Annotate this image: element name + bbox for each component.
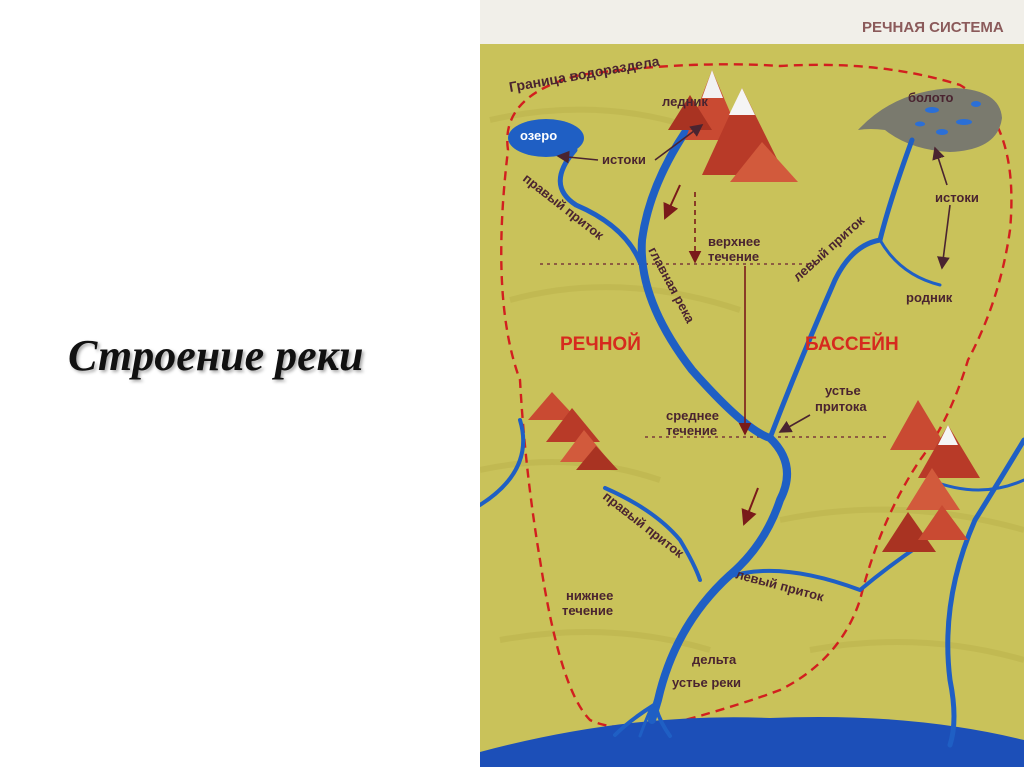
tributary-mouth-label-2: притока xyxy=(815,399,867,414)
right-tributary-top xyxy=(557,147,643,265)
lake xyxy=(508,119,584,157)
sources-left-label: истоки xyxy=(602,152,646,167)
left-tributary-bottom xyxy=(726,543,922,593)
course-extent-arrows xyxy=(688,192,752,436)
delta-branch-2 xyxy=(654,706,672,738)
river-mouth-label: устье реки xyxy=(672,675,741,690)
river-network xyxy=(480,114,1024,748)
pointer-arrows xyxy=(556,124,951,433)
map-header-band xyxy=(480,0,1024,44)
side-river-left xyxy=(480,418,526,507)
delta-label: дельта xyxy=(692,652,737,667)
river-system-map: РЕЧНАЯ СИСТЕМА xyxy=(480,0,1024,767)
left-tributary-top xyxy=(767,137,915,441)
swamp-water xyxy=(915,101,981,135)
sea xyxy=(480,716,1024,767)
sources-right-label: истоки xyxy=(935,190,979,205)
middle-course-label-2: течение xyxy=(666,423,717,438)
swamp xyxy=(858,88,1002,152)
watershed-boundary xyxy=(500,63,1013,729)
spring-stream xyxy=(878,238,942,287)
mountains-top xyxy=(668,70,798,182)
spring-label: родник xyxy=(906,290,953,305)
side-river-right xyxy=(945,437,1024,748)
lower-course-label-2: течение xyxy=(562,603,613,618)
main-river xyxy=(637,114,791,724)
mountains-left xyxy=(528,392,618,470)
right-tributary-bottom xyxy=(603,486,702,582)
middle-course-label-1: среднее xyxy=(666,408,719,423)
swamp-label: болото xyxy=(908,90,954,105)
upper-course-label-2: течение xyxy=(708,249,759,264)
map-header: РЕЧНАЯ СИСТЕМА xyxy=(862,19,1004,36)
slide-title: Строение реки xyxy=(68,331,364,380)
glacier-label: ледник xyxy=(662,94,708,109)
lower-course-label-1: нижнее xyxy=(566,588,613,603)
flow-arrows xyxy=(663,184,759,526)
basin-label-left: РЕЧНОЙ xyxy=(560,333,641,355)
basin-label-right: БАССЕЙН xyxy=(805,333,899,355)
mountains-right xyxy=(882,400,980,552)
upper-course-label-1: верхнее xyxy=(708,234,760,249)
lake-label: озеро xyxy=(520,128,557,143)
delta-branch-3 xyxy=(638,704,654,738)
tributary-mouth-label-1: устье xyxy=(825,383,861,398)
